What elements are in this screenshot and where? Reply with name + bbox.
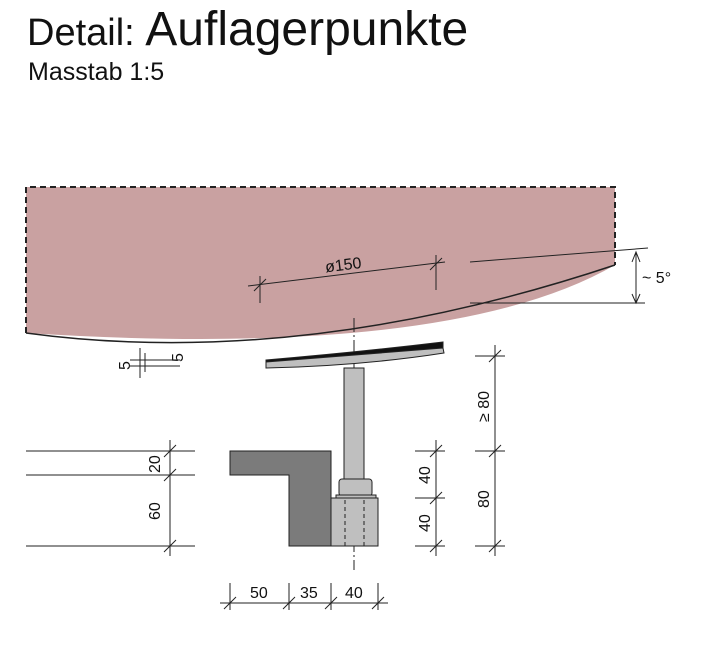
steel-bracket (229, 450, 332, 547)
left-dimension-lines (26, 440, 195, 556)
dim-right-outer-top: ≥ 80 (476, 391, 493, 422)
dim-bottom-2: 35 (300, 585, 318, 602)
diameter-dimension-lines (247, 255, 446, 303)
dim-left-bottom: 60 (147, 502, 164, 520)
plate-dimension-lines (130, 348, 180, 378)
right-dimension-lines (415, 345, 505, 556)
dim-angle: ~ 5° (642, 270, 671, 287)
dim-right-inner-top: 40 (417, 466, 434, 484)
threaded-rod (343, 367, 365, 481)
bearing-plate (265, 347, 445, 369)
dim-plate-b: 5 (170, 353, 187, 362)
beam-soffit (25, 264, 616, 344)
dim-plate-a: 5 (117, 361, 134, 370)
title-name: Auflagerpunkte (145, 3, 469, 56)
detail-title: Detail: Auflagerpunkte (27, 2, 468, 57)
beam-dashed-edge (25, 186, 616, 333)
dim-bottom-1: 50 (250, 585, 268, 602)
angle-dimension-lines (469, 247, 649, 305)
dim-right-inner-bottom: 40 (417, 514, 434, 532)
dim-right-outer-bottom: 80 (476, 490, 493, 508)
sleeve (330, 497, 379, 547)
concrete-beam (26, 187, 615, 339)
scale-label: Masstab 1:5 (28, 58, 165, 86)
title-prefix: Detail: (27, 12, 135, 54)
dim-bottom-3: 40 (345, 585, 363, 602)
dim-left-top: 20 (147, 455, 164, 473)
nut (338, 478, 373, 497)
dim-diameter: ø150 (324, 255, 362, 276)
bottom-dimension-lines (220, 583, 388, 610)
